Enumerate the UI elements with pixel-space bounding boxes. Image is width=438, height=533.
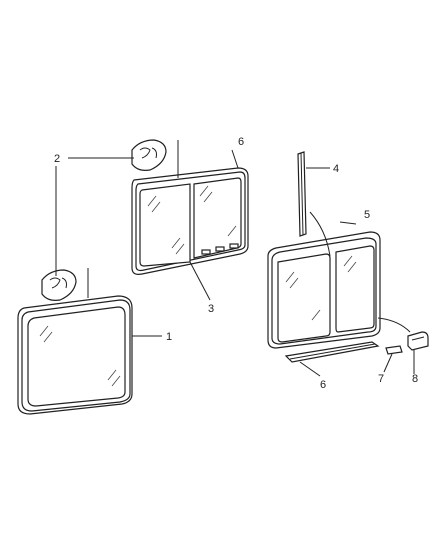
callout-5: 5 bbox=[364, 209, 370, 221]
latch bbox=[407, 331, 429, 351]
callout-7: 7 bbox=[378, 373, 384, 385]
callout-4: 4 bbox=[333, 163, 339, 175]
lower-clip bbox=[41, 269, 77, 301]
vertical-seal-strip bbox=[297, 151, 307, 237]
callout-6-top: 6 bbox=[238, 136, 244, 148]
sliding-glass-panels bbox=[267, 231, 381, 349]
callout-6-bottom: 6 bbox=[320, 379, 326, 391]
callout-2: 2 bbox=[54, 153, 60, 165]
stop-block bbox=[385, 345, 403, 355]
callout-8: 8 bbox=[412, 373, 418, 385]
sliding-window-assembly bbox=[131, 167, 249, 275]
callout-3: 3 bbox=[208, 303, 214, 315]
callout-1: 1 bbox=[166, 331, 172, 343]
upper-clip bbox=[131, 139, 167, 171]
fixed-glass-panel bbox=[17, 295, 133, 415]
leader-lines bbox=[55, 140, 415, 377]
lower-track bbox=[284, 341, 380, 363]
